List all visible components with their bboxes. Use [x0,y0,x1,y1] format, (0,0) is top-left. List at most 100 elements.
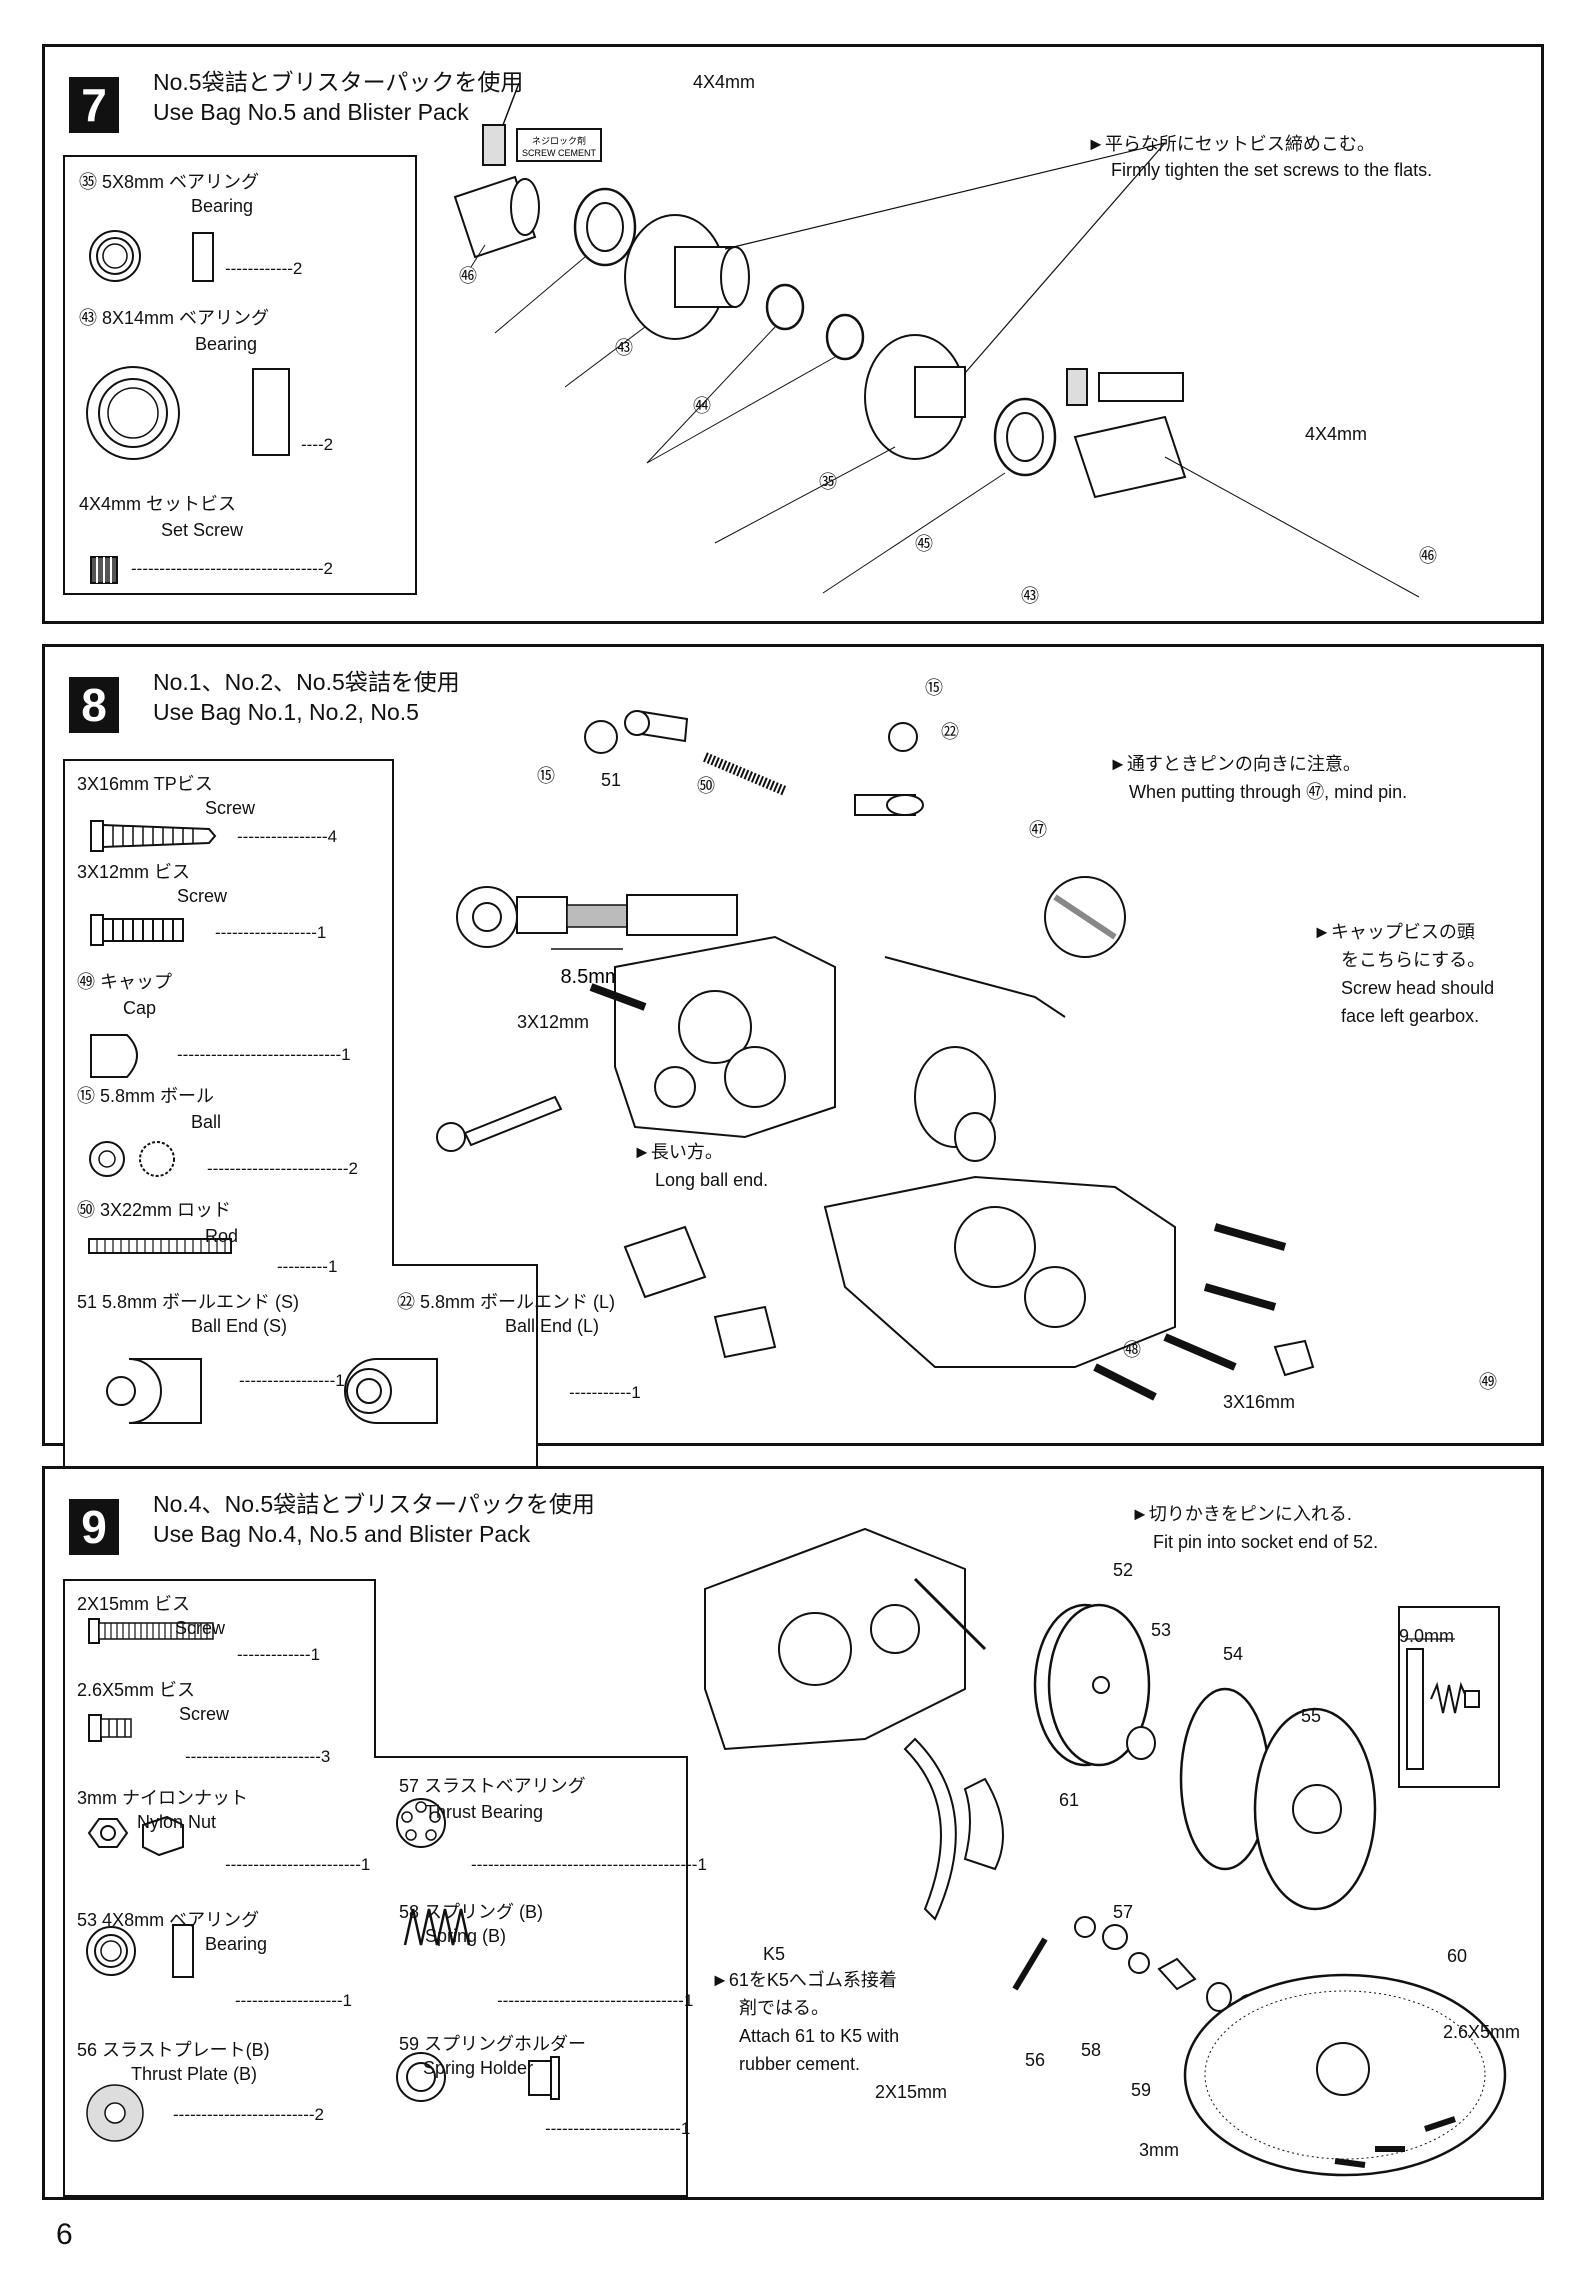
part-callout-51: 51 [601,770,622,790]
part-label: 4X4mm セットビス [79,494,237,514]
part-label: ㉟ 5X8mm ベアリング [79,172,260,192]
note-jp: 剤ではる。 [739,1998,829,2018]
step8-title-jp: No.1、No.2、No.5袋詰を使用 [153,669,460,695]
size-label: 2.6X5mm [1443,2022,1521,2042]
part-callout-60: 60 [1447,1946,1468,1966]
part-qty: -------------------------2 [207,1159,358,1178]
part-label-en: Bearing [191,196,254,216]
size-label: 3X16mm [1223,1392,1296,1412]
part-qty: ----2 [301,435,334,454]
step9-number: 9 [69,1499,119,1555]
part-label-en: Ball End (S) [191,1316,288,1336]
part-label: 56 スラストプレート(B) [77,2040,270,2060]
part-label-en: Bearing [195,334,258,354]
step8-number: 8 [69,677,119,733]
note-en: When putting through ㊼, mind pin. [1129,782,1408,802]
note-en: Attach 61 to K5 with [739,2026,900,2046]
part-label-en: Screw [179,1704,230,1724]
size-label: 3mm [1139,2140,1179,2160]
part-label-en: Screw [177,886,228,906]
part-callout-53: 53 [1151,1620,1172,1640]
part-label: ㊿ 3X22mm ロッド [77,1200,232,1220]
step7-parts-list: ㉟ 5X8mm ベアリング Bearing ------------2 ㊸ 8X… [63,155,417,595]
note-en: Screw head should [1341,978,1495,998]
part-label: ⑮ 5.8mm ボール [77,1086,215,1106]
part-callout-43b: ㊸ [1021,586,1039,606]
cement-label-en: SCREW CEMENT [522,148,597,158]
part-qty: ------------------1 [215,923,327,942]
part-label: 3X12mm ビス [77,862,191,882]
note-en: rubber cement. [739,2054,861,2074]
step9-parts-outline [63,1579,688,2197]
part-label-en: Spring (B) [425,1926,507,1946]
part-label-en: Screw [175,1618,226,1638]
note-en: Firmly tighten the set screws to the fla… [1111,160,1433,180]
part-label: 2X15mm ビス [77,1594,191,1614]
size-label: 2X15mm [875,2082,948,2102]
part-callout-47: ㊼ [1029,820,1047,840]
step9-title-jp: No.4、No.5袋詰とブリスターパックを使用 [153,1491,595,1517]
cement-label-jp: ネジロック剤 [532,135,586,146]
part-label: 53 4X8mm ベアリング [77,1910,260,1930]
set-screw-icon [90,556,118,584]
part-callout-61: 61 [1059,1790,1080,1810]
part-callout-22: ㉒ [941,722,959,742]
step8-title-en: Use Bag No.1, No.2, No.5 [153,699,419,725]
part-label-en: Spring Holder [423,2058,534,2078]
part-qty: -----------1 [569,1383,641,1402]
part-qty: -------------1 [237,1645,321,1664]
part-callout-50: ㊿ [697,776,715,796]
part-label-en: Nylon Nut [137,1812,217,1832]
bearing-icon [89,230,214,282]
part-callout-49: ㊾ [1479,1372,1497,1392]
part-label-en: Bearing [205,1934,268,1954]
part-callout-55: 55 [1301,1706,1322,1726]
step7-diagram: ネジロック剤 SCREW CEMENT [453,82,1420,598]
part-callout-44: ㊹ [693,396,711,416]
part-label: 3X16mm TPビス [77,774,213,794]
part-label: ㉒ 5.8mm ボールエンド (L) [397,1292,616,1312]
step9-panel: 9 No.4、No.5袋詰とブリスターパックを使用 Use Bag No.4, … [42,1466,1544,2200]
page-number: 6 [56,2218,73,2251]
part-callout-56: 56 [1025,2050,1046,2070]
part-callout-57: 57 [1113,1902,1134,1922]
part-callout-54: 54 [1223,1644,1244,1664]
part-label-en: Thrust Plate (B) [131,2064,258,2084]
size-label: 3X12mm [517,1012,590,1032]
part-callout-35: ㉟ [819,472,837,492]
step7-title-en: Use Bag No.5 and Blister Pack [153,99,469,125]
part-callout-48: ㊽ [1123,1340,1141,1360]
part-callout-46b: ㊻ [1419,546,1437,566]
part-qty: ----------------4 [237,827,338,846]
part-callout-15: ⑮ [537,766,555,786]
part-qty: ------------2 [225,259,303,278]
dim-label: 9.0mm [1399,1626,1455,1646]
part-qty: -------------------1 [235,1991,353,2010]
step8-parts-outline [63,759,538,1497]
part-label: 59 スプリングホルダー [399,2034,587,2054]
part-qty: ------------------------1 [225,1855,371,1874]
part-qty: -------------------------2 [173,2105,324,2124]
note-jp: ►長い方。 [633,1142,723,1162]
part-qty: ----------------------------------------… [471,1855,707,1874]
note-jp: ►キャップビスの頭 [1313,922,1475,942]
part-qty: ------------------------3 [185,1747,331,1766]
part-label: 58 スプリング (B) [399,1902,544,1922]
note-jp: ►通すときピンの向きに注意。 [1109,754,1361,774]
part-callout-52: 52 [1113,1560,1134,1580]
part-label-en: Screw [205,798,256,818]
step8-panel: 8 No.1、No.2、No.5袋詰を使用 Use Bag No.1, No.2… [42,644,1544,1497]
note-jp: ►平らな所にセットビス締めこむ。 [1087,134,1375,154]
step9-title-en: Use Bag No.4, No.5 and Blister Pack [153,1521,531,1547]
size-label: 4X4mm [1305,424,1368,444]
note-jp: をこちらにする。 [1341,950,1486,970]
part-qty: ---------------------------------1 [497,1991,694,2010]
bearing-icon [86,366,290,460]
part-label: ㊾ キャップ [77,972,173,992]
part-label: ㊸ 8X14mm ベアリング [79,308,270,328]
part-callout-46: ㊻ [459,266,477,286]
part-label-en: Thrust Bearing [425,1802,544,1822]
part-qty: -----------------1 [239,1371,345,1390]
part-label: 2.6X5mm ビス [77,1680,196,1700]
part-label: 51 5.8mm ボールエンド (S) [77,1292,300,1312]
